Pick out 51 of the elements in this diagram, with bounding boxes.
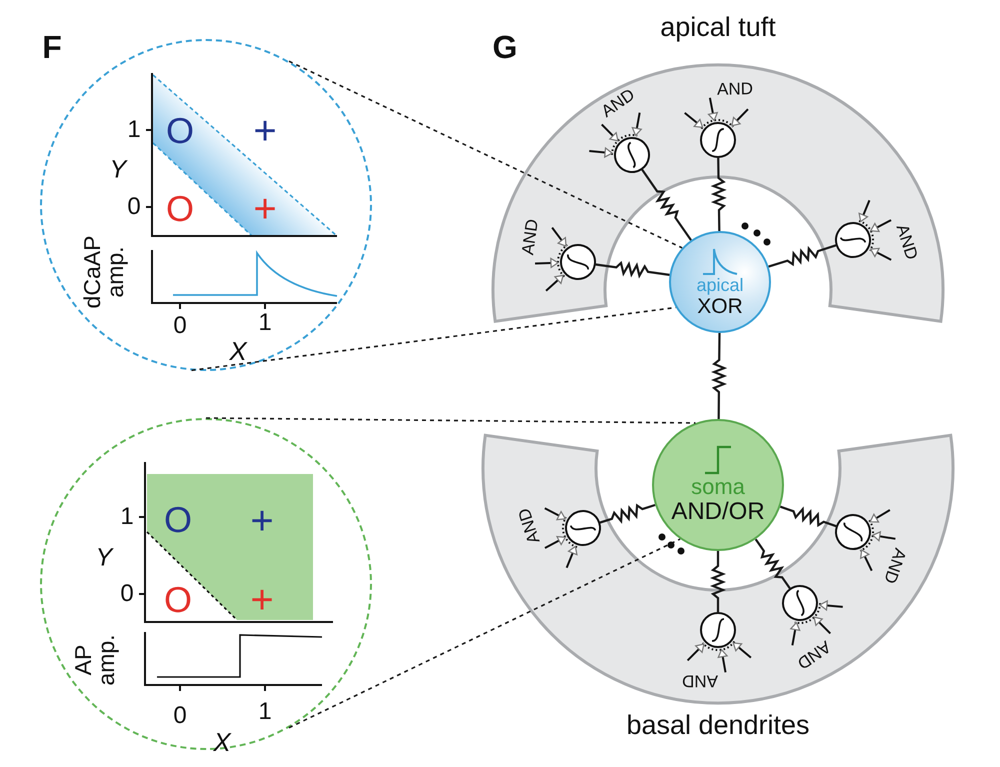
tick-label: 0 bbox=[120, 582, 134, 606]
compartment-label: soma bbox=[691, 474, 745, 499]
class-marker: + bbox=[253, 111, 277, 151]
unit-label: AND bbox=[894, 222, 921, 262]
class-marker: O bbox=[164, 582, 192, 618]
region-heading: apical tuft bbox=[660, 12, 776, 43]
axis-label: X bbox=[229, 338, 247, 364]
resistor-connector bbox=[710, 551, 726, 613]
class-marker: + bbox=[250, 580, 274, 620]
resistor-connector bbox=[768, 244, 838, 268]
unit-label: AND bbox=[519, 218, 541, 256]
panel-letter: G bbox=[492, 31, 518, 63]
class-marker: O bbox=[164, 502, 192, 538]
zoom-line bbox=[288, 60, 682, 249]
zoom-line bbox=[191, 306, 676, 372]
tick-label: 1 bbox=[120, 505, 134, 529]
tick-label: 0 bbox=[127, 195, 141, 219]
tick-label: 1 bbox=[127, 118, 141, 142]
resistor-connector bbox=[640, 168, 692, 241]
resistor-connector bbox=[780, 506, 838, 528]
resistor-connector bbox=[754, 538, 792, 590]
compartment-label: AND/OR bbox=[671, 498, 765, 526]
tick-label: 0 bbox=[173, 704, 187, 728]
zoom-line bbox=[206, 417, 696, 424]
axis-label: AP amp. bbox=[72, 633, 118, 688]
resistor-connector bbox=[594, 260, 670, 279]
panel-letter: F bbox=[42, 31, 62, 63]
compartment-label: XOR bbox=[697, 295, 743, 318]
zoom-line bbox=[288, 538, 680, 728]
resistor-connector bbox=[711, 332, 728, 419]
region-heading: basal dendrites bbox=[626, 710, 810, 741]
unit-label: AND bbox=[717, 80, 754, 98]
compartment-label: apical bbox=[696, 276, 744, 296]
class-marker: O bbox=[166, 191, 194, 227]
unit-label: AND bbox=[515, 506, 542, 546]
tick-label: 0 bbox=[173, 314, 187, 338]
tick-label: 1 bbox=[258, 700, 272, 724]
resistor-connector bbox=[598, 504, 656, 524]
class-marker: O bbox=[166, 113, 194, 149]
class-marker: + bbox=[250, 501, 274, 541]
class-marker: + bbox=[253, 189, 277, 229]
resistor-connector bbox=[710, 156, 727, 232]
unit-label: AND bbox=[682, 672, 718, 690]
tick-label: 1 bbox=[258, 311, 272, 335]
unit-label: AND bbox=[598, 86, 638, 120]
axis-label: Y bbox=[96, 546, 112, 570]
axis-label: dCaAP amp. bbox=[81, 234, 127, 310]
axis-label: X bbox=[213, 729, 231, 755]
axis-label: Y bbox=[110, 158, 126, 182]
unit-label: AND bbox=[881, 546, 910, 586]
unit-label: AND bbox=[794, 638, 834, 672]
